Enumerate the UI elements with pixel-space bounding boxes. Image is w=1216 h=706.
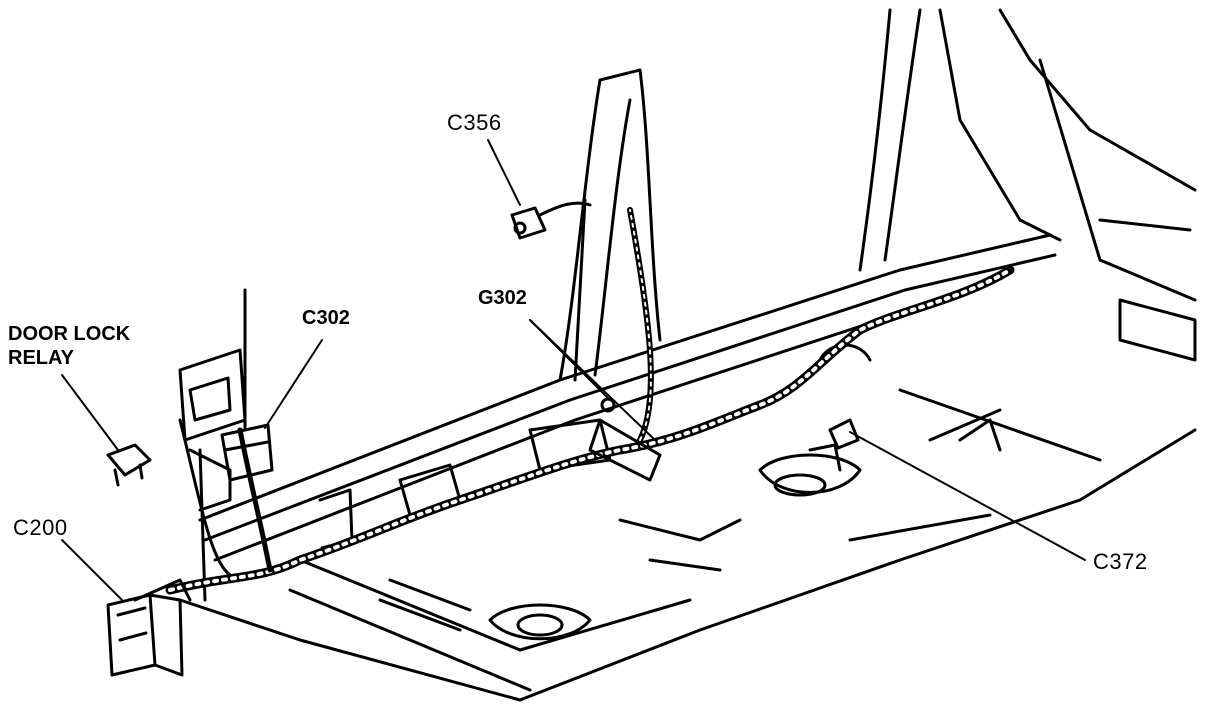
label-door-lock-relay: DOOR LOCK RELAY [8, 322, 130, 370]
label-c302: C302 [302, 307, 350, 329]
vehicle-body-outline [178, 8, 1197, 702]
c356-connector [510, 206, 547, 240]
label-c356: C356 [447, 110, 502, 135]
c200-connector [106, 578, 192, 677]
c372-connector [808, 418, 860, 472]
door-lock-relay [106, 443, 152, 487]
label-door-lock-relay-line1: DOOR LOCK [8, 323, 131, 345]
label-c372: C372 [1093, 549, 1148, 574]
label-g302: G302 [478, 287, 527, 309]
label-c200: C200 [13, 515, 68, 540]
leader-door-lock-relay [61, 374, 119, 451]
leader-c356 [487, 139, 521, 206]
leader-g302-b [529, 319, 656, 441]
wiring-harness [165, 201, 1015, 595]
leader-c200 [61, 539, 123, 601]
label-door-lock-relay-line2: RELAY [8, 347, 74, 369]
leader-lines [61, 139, 1086, 601]
leader-c372 [849, 431, 1086, 561]
leader-c302 [264, 339, 323, 429]
c302-connector [220, 423, 274, 482]
